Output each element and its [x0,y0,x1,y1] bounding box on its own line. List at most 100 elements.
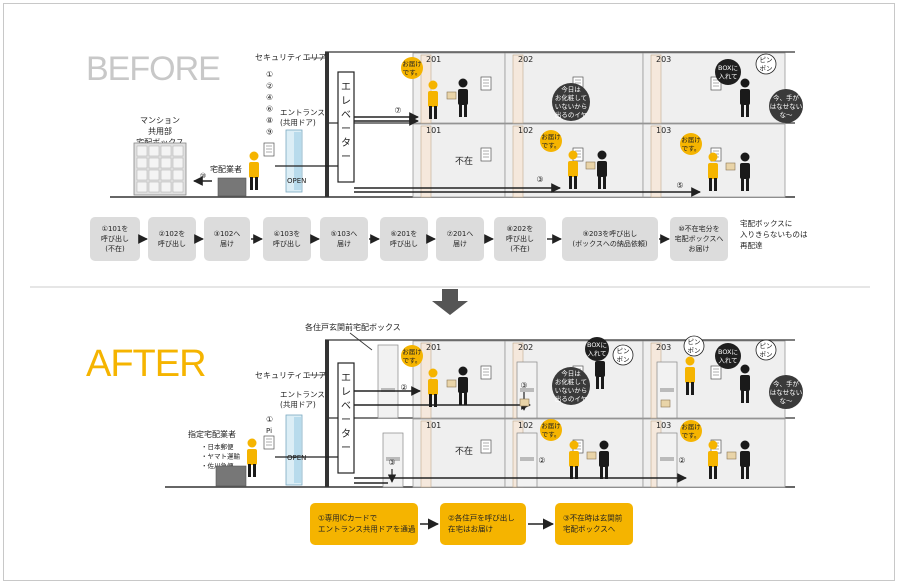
box-slot [160,181,172,193]
person-leg [746,178,749,191]
person-head [685,356,695,366]
bubble-text: ピン [617,347,630,355]
box-handle [660,388,674,392]
designated-label: 指定宅配業者 [188,429,236,439]
person-head [249,151,259,161]
person-leg [434,106,437,119]
person-leg [574,176,577,189]
step-text: 宅配ボックスへ [563,524,616,534]
speech-bubble [715,343,741,369]
step-rect [440,503,526,545]
room-number: 102 [518,126,533,135]
person-body [568,161,578,177]
bubble-text: です。 [403,357,422,365]
elevator [337,71,355,183]
courier-figure [247,438,257,477]
box-handle [520,388,534,392]
person-head [740,364,750,374]
step-number: ⑧ [266,116,273,125]
speech-bubble [401,345,423,367]
step-text: ②102を [159,230,186,238]
person-body [595,361,605,377]
person-body [597,161,607,177]
step-text: ⑧202を [507,225,534,233]
person-leg [600,466,603,479]
speech-bubble [680,420,702,442]
step-rect [263,217,311,261]
person-leg [459,392,462,405]
box-slot [148,157,160,169]
note-text: 再配達 [740,240,763,250]
cart [217,177,247,197]
person-head [428,368,438,378]
bubble-text: ポン [688,347,701,355]
box-slot [136,169,148,181]
parcel [660,399,671,408]
person-body [247,449,257,465]
person-leg [575,466,578,479]
step-rect [90,217,140,261]
room-number: 103 [656,421,671,430]
speech-bubble [715,59,741,85]
mansion-box-label: 宅配ボックス [136,137,184,147]
elevator-label: ー [341,152,351,163]
building-wall [325,52,329,197]
delivery-person [428,368,438,407]
bubble-text: です。 [403,69,422,77]
speech-bubble [540,419,562,441]
entrance-intercom [263,142,275,157]
delivery-person [568,150,578,189]
box-handle [660,457,674,461]
person-leg [250,177,253,190]
step-rect [148,217,196,261]
speech-bubble [540,130,562,152]
room-number: 203 [656,55,671,64]
bubble-text: ピン [760,342,773,350]
step-text: (不在) [105,244,125,253]
elevator [337,362,355,474]
bubble-text: お化粧して [555,93,587,102]
entrance-label: (共用ドア) [280,400,316,409]
step-text: ⑦201へ [447,230,474,238]
box-slot [136,157,148,169]
bubble-text: お届け [402,60,422,68]
person-head [458,366,468,376]
person-body [740,89,750,105]
bubble-text: お届け [541,133,561,141]
bubble-text: 今日は [561,85,581,94]
person-leg [464,104,467,117]
person-body [740,451,750,467]
box-handle [386,457,400,461]
step-text: ③102へ [214,230,241,238]
bubble-text: BOXに [718,64,738,72]
person-head [568,150,578,160]
step-text: ⑤103へ [331,230,358,238]
arrow-label: ② [538,456,545,465]
bubble-text: BOXに [587,341,607,349]
parcel [446,379,457,388]
bubble-text: ポン [760,65,773,73]
step-text: ③不在時は玄関前 [563,513,623,523]
step-rect [204,217,250,261]
room-door [512,125,524,198]
speech-bubble [755,53,777,75]
person-leg [603,176,606,189]
step-rect [494,217,546,261]
entrance-glass [294,417,301,483]
box-slot [172,181,184,193]
building-wall [325,340,329,487]
parcel [519,398,530,407]
speech-bubble [680,133,702,155]
person-head [458,78,468,88]
